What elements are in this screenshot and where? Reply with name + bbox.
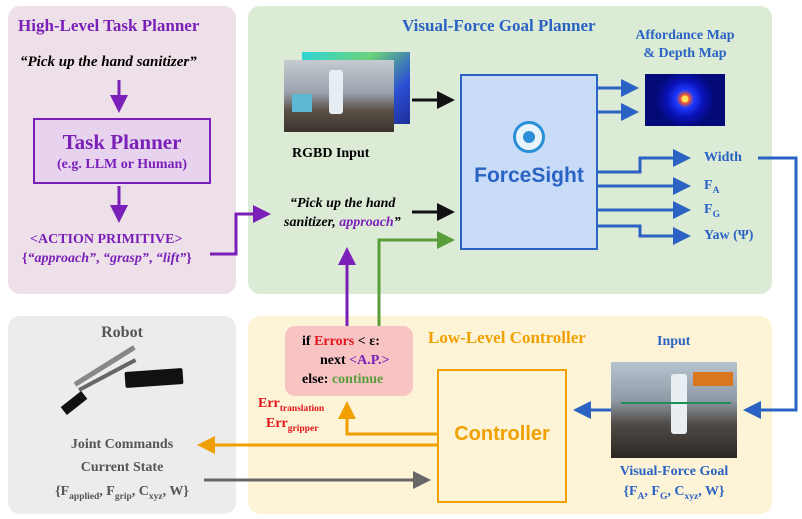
action-primitives-list: {“approach”, “grasp”, “lift”} [22,251,192,267]
fg-sub: G [712,209,720,220]
prompt-primitive: approach [339,215,394,230]
brace-open: { [22,251,28,266]
cond-continue: continue [331,372,384,387]
prompt-quote-close: ” [393,215,401,230]
condition-if-line: if Errors < ε: [302,334,380,350]
separator: , [148,251,156,266]
brace-close: } [186,251,192,266]
condition-else-line: else: continue [302,372,383,388]
prompt-line2: sanitizer, approach” [284,215,401,231]
primitive-lift: “lift” [155,251,187,266]
rgbd-input-image [284,52,410,132]
prompt-line1: “Pick up the hand [290,196,396,211]
goal-mid1: , F [644,484,660,499]
state-sub-xyz: xyz [148,491,163,502]
fg-main: F [704,202,713,217]
state-mid1: , F [99,484,115,499]
action-primitive-label: <ACTION PRIMITIVE> [30,232,183,247]
state-mid2: , C [131,484,149,499]
goal-sub-xyz: xyz [684,491,699,502]
cond-threshold: < ε: [354,334,380,349]
foresight-label: ForceSight [474,164,584,187]
rgbd-input-label: RGBD Input [292,146,370,161]
controller-label: Controller [454,423,550,445]
foresight-box [460,74,598,250]
affordance-label-line2: & Depth Map [643,46,727,61]
output-width: Width [704,150,742,165]
controller-box [437,369,567,503]
goal-sub-g: G [659,491,668,502]
cond-errors: Errors [314,334,355,349]
output-force-grip: FG [704,202,720,220]
err-sub-translation: translation [279,403,325,414]
task-planner-title: Task Planner [62,130,182,154]
joint-commands-label: Joint Commands [70,437,174,452]
low-level-controller-title: Low-Level Controller [428,328,586,347]
cond-if: if [302,334,315,349]
condition-next-line: next <A.P.> [320,353,390,369]
err-main: Err [258,396,280,411]
robot-panel [8,316,236,514]
robot-title: Robot [101,324,143,341]
primitive-grasp: “grasp” [102,251,149,266]
goal-open: {F [623,484,638,499]
output-force-applied: FA [704,178,719,196]
output-yaw: Yaw (Ψ) [704,228,754,243]
primitive-approach: “approach” [27,251,96,266]
state-sub-applied: applied [69,491,100,502]
state-close: , W} [162,484,189,499]
goal-planner-title: Visual-Force Goal Planner [402,16,596,35]
condition-box [285,326,413,396]
visual-force-goal-image [611,362,737,458]
visual-force-goal-set: {FA, FG, Cxyz, W} [600,484,748,502]
separator: , [95,251,103,266]
goal-mid2: , C [667,484,685,499]
foresight-target-icon [513,121,545,153]
prompt-text: sanitizer, [284,215,340,230]
affordance-label-line1: Affordance Map [635,28,735,43]
affordance-depth-map-image [645,74,725,126]
robot-state-set: {Fapplied, Fgrip, Cxyz, W} [8,484,236,502]
current-state-label: Current State [80,460,164,475]
error-translation-label: Errtranslation [258,396,324,414]
fa-sub: A [712,185,720,196]
err-main: Err [266,416,288,431]
task-planner-box [33,118,211,184]
goal-sub-a: A [637,491,645,502]
goal-close: , W} [698,484,725,499]
high-level-planner-title: High-Level Task Planner [18,16,200,35]
state-open: {F [55,484,70,499]
fa-main: F [704,178,713,193]
error-gripper-label: Errgripper [266,416,318,434]
cond-else: else: [302,372,332,387]
err-sub-gripper: gripper [287,423,319,434]
visual-force-goal-label: Visual-Force Goal [619,464,729,479]
cond-next: next [320,353,350,368]
input-label: Input [657,334,691,349]
cond-ap: <A.P.> [349,353,390,368]
task-instruction-quote: “Pick up the hand sanitizer” [20,54,197,70]
state-sub-grip: grip [114,491,132,502]
task-planner-subtitle: (e.g. LLM or Human) [56,157,187,172]
